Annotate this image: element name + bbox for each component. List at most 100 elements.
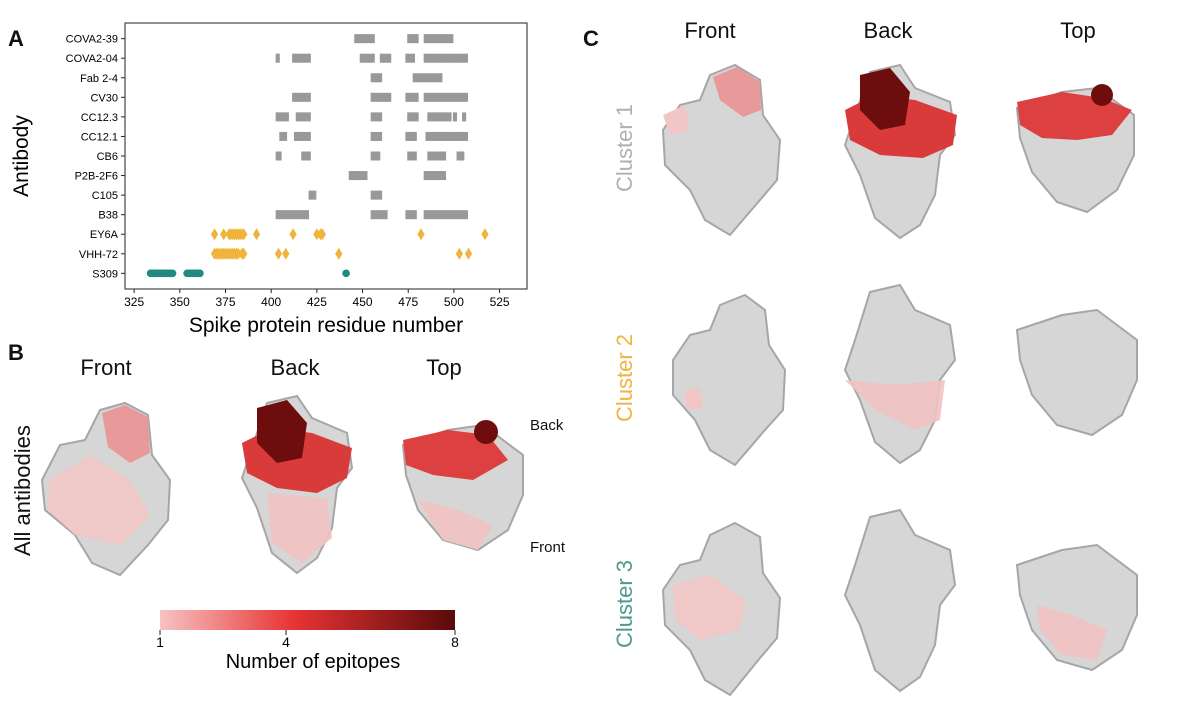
epitope-residue-mark — [460, 131, 463, 141]
epitope-residue-mark — [376, 190, 379, 200]
plot-frame — [124, 22, 528, 290]
epitope-residue-mark — [440, 34, 443, 44]
epitope-residue-mark — [447, 210, 450, 220]
epitope-residue-mark — [293, 131, 297, 141]
epitope-residue-mark — [412, 92, 416, 102]
epitope-residue-mark — [438, 53, 441, 63]
epitope-residue-mark — [301, 131, 304, 141]
epitope-residue-mark — [429, 112, 432, 122]
epitope-residue-mark — [414, 112, 417, 122]
epitope-residue-mark — [376, 151, 379, 161]
epitope-residue-mark — [388, 53, 392, 63]
epitope-residue-mark — [425, 92, 428, 102]
panel-b-letter: B — [8, 340, 24, 365]
epitope-residue-mark — [456, 92, 459, 102]
epitope-residue-mark — [299, 112, 302, 122]
epitope-residue-mark — [423, 210, 426, 220]
epitope-residue-mark — [441, 151, 445, 161]
epitope-residue-mark — [460, 151, 463, 161]
epitope-residue-mark — [432, 73, 436, 83]
epitope-residue-mark — [299, 131, 302, 141]
epitope-residue-mark — [379, 53, 383, 63]
epitope-residue-mark — [376, 112, 379, 122]
epitope-residue-mark — [463, 53, 467, 63]
epitope-residue-mark — [412, 210, 416, 220]
y-axis-label: Antibody — [10, 115, 33, 197]
epitope-residue-mark — [449, 210, 452, 220]
epitope-residue-mark — [277, 53, 280, 63]
epitope-residue-mark — [429, 53, 432, 63]
epitope-residue-mark — [385, 210, 388, 220]
colorbar-tick-label-1: 1 — [156, 634, 164, 650]
epitope-residue-mark — [458, 151, 461, 161]
epitope-residue-mark — [301, 92, 304, 102]
epitope-residue-mark — [295, 53, 299, 63]
epitope-residue-mark — [308, 190, 311, 200]
epitope-residue-mark — [429, 34, 432, 44]
y-tick-label: Fab 2-4 — [80, 73, 118, 85]
epitope-residue-mark — [462, 53, 465, 63]
epitope-residue-mark — [220, 228, 228, 241]
epitope-residue-mark — [348, 171, 352, 181]
epitope-residue-mark — [447, 112, 450, 122]
epitope-residue-mark — [416, 92, 419, 102]
epitope-residue-mark — [372, 53, 375, 63]
epitope-residue-mark — [451, 210, 454, 220]
epitope-residue-mark — [379, 92, 383, 102]
epitope-residue-mark — [374, 151, 377, 161]
epitope-residue-mark — [379, 210, 383, 220]
epitope-residue-mark — [427, 112, 430, 122]
epitope-residue-mark — [436, 151, 439, 161]
epitope-residue-mark — [370, 73, 373, 83]
epitope-residue-mark — [420, 73, 423, 83]
epitope-residue-mark — [434, 112, 437, 122]
epitope-residue-mark — [357, 34, 361, 44]
epitope-residue-mark — [363, 53, 366, 63]
epitope-residue-mark — [374, 131, 377, 141]
epitope-residue-mark — [365, 34, 368, 44]
epitope-residue-mark — [372, 151, 375, 161]
epitope-residue-mark — [432, 92, 436, 102]
epitope-residue-mark — [370, 190, 373, 200]
epitope-residue-mark — [281, 131, 284, 141]
epitope-residue-mark — [312, 190, 315, 200]
epitope-residue-mark — [388, 92, 392, 102]
x-tick-label: 525 — [490, 295, 510, 309]
epitope-residue-mark — [299, 53, 302, 63]
epitope-residue-mark — [301, 151, 304, 161]
epitope-residue-mark — [306, 53, 310, 63]
epitope-residue-mark — [281, 112, 284, 122]
epitope-residue-mark — [434, 73, 437, 83]
epitope-residue-mark — [414, 34, 417, 44]
epitope-residue-mark — [449, 53, 452, 63]
epitope-residue-mark — [454, 92, 458, 102]
epitope-residue-mark — [452, 131, 456, 141]
epitope-residue-mark — [410, 34, 414, 44]
epitope-residue-mark — [416, 34, 419, 44]
epitope-residue-mark — [372, 34, 375, 44]
epitope-residue-mark — [430, 151, 434, 161]
epitope-residue-mark — [443, 131, 447, 141]
epitope-residue-mark — [410, 53, 414, 63]
epitope-residue-mark — [367, 53, 370, 63]
epitope-residue-mark — [456, 210, 459, 220]
epitope-residue-mark — [407, 53, 410, 63]
protein-c1-front — [661, 63, 782, 237]
epitope-residue-mark — [429, 131, 432, 141]
epitope-residue-mark — [465, 53, 469, 63]
y-tick-label: P2B-2F6 — [75, 171, 118, 183]
epitope-residue-mark — [425, 131, 428, 141]
epitope-residue-mark — [429, 92, 432, 102]
epitope-residue-mark — [377, 112, 381, 122]
epitope-residue-mark — [451, 92, 454, 102]
epitope-residue-mark — [427, 151, 430, 161]
epitope-residue-mark — [374, 190, 377, 200]
protein-b-back — [240, 394, 354, 575]
epitope-residue-mark — [427, 131, 430, 141]
epitope-residue-mark — [434, 92, 437, 102]
panel-b-view-back: Back — [270, 355, 320, 380]
epitope-residue-mark — [295, 210, 299, 220]
epitope-residue-mark — [279, 131, 282, 141]
epitope-residue-mark — [365, 53, 368, 63]
epitope-residue-mark — [443, 151, 447, 161]
